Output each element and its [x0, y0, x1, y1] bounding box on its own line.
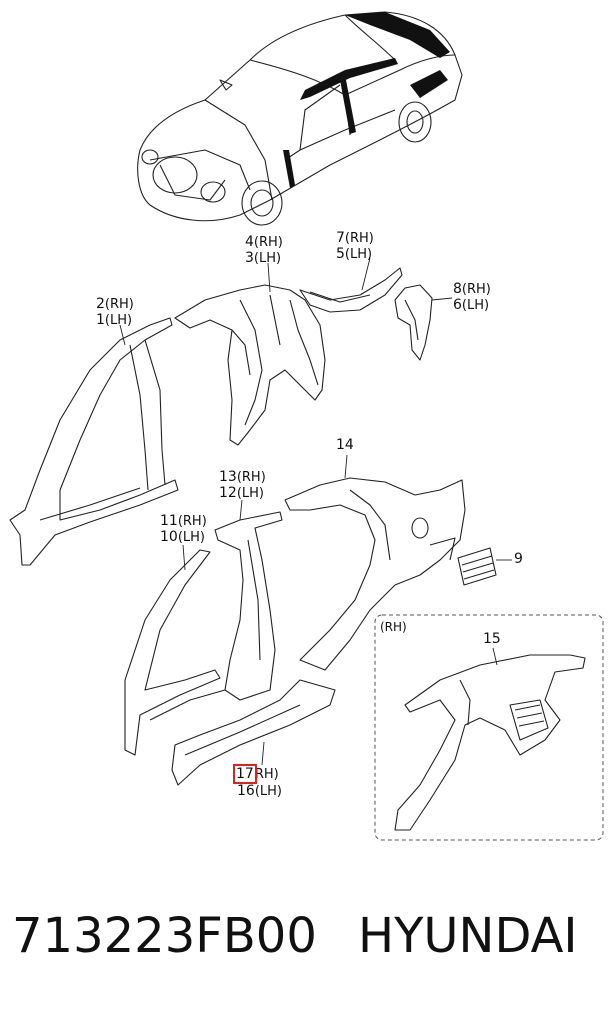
part-rear-pillar-upper — [174, 284, 326, 446]
brand-name: HYUNDAI — [358, 908, 578, 964]
inset-rh-label: (RH) — [380, 620, 407, 634]
part-rear-quarter-inner — [394, 654, 586, 831]
car-illustration — [137, 11, 463, 226]
callout-17: 17RH) — [233, 764, 279, 784]
part-front-pillar — [9, 317, 179, 566]
callout-11: 11(RH) — [160, 513, 207, 529]
highlighted-part-number: 17 — [233, 764, 257, 784]
callout-2: 2(RH) — [96, 296, 134, 312]
part-side-outer — [284, 477, 466, 671]
callout-4: 4(RH) — [245, 234, 283, 250]
callout-12: 12(LH) — [219, 485, 264, 501]
callout-16: 16(LH) — [237, 783, 282, 799]
callout-6: 6(LH) — [453, 297, 490, 313]
part-number: 713223FB00 — [12, 908, 317, 964]
callout-9: 9 — [514, 551, 523, 567]
callout-7: 7(RH) — [336, 230, 374, 246]
part-quarter-inner-upper — [299, 267, 403, 313]
exploded-parts-diagram — [9, 11, 604, 841]
callout-5: 5(LH) — [336, 246, 373, 262]
rh-inset-box — [374, 614, 604, 841]
callout-14: 14 — [336, 437, 354, 453]
part-bracket — [394, 284, 433, 361]
callout-13: 13(RH) — [219, 469, 266, 485]
callout-15: 15 — [483, 631, 501, 647]
callout-1: 1(LH) — [96, 312, 133, 328]
callout-3: 3(LH) — [245, 250, 282, 266]
part-front-pillar-outer — [124, 549, 226, 756]
part-side-sill — [171, 679, 336, 786]
part-vent-grille — [457, 547, 497, 586]
footer: 713223FB00 HYUNDAI — [0, 908, 610, 978]
callout-10: 10(LH) — [160, 529, 205, 545]
callout-8: 8(RH) — [453, 281, 491, 297]
part-center-pillar — [214, 511, 283, 701]
